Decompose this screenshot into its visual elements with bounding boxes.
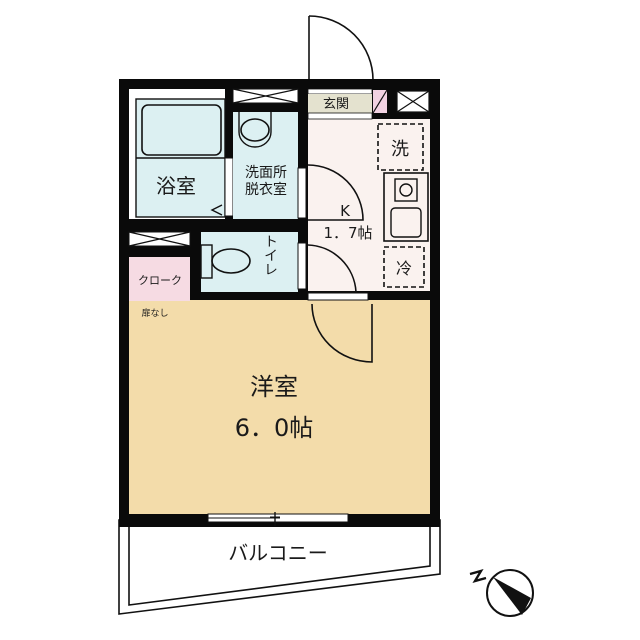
washer-space — [377, 123, 424, 171]
closet — [129, 257, 190, 301]
washer-label: 洗 — [391, 139, 409, 160]
washroom-label-1: 洗面所 — [245, 165, 287, 181]
kitchen — [308, 119, 430, 291]
bathtub-icon — [141, 104, 222, 156]
fridge-space — [383, 246, 425, 288]
washroom-label-2: 脱衣室 — [245, 181, 287, 198]
kitchen-label: K — [340, 202, 351, 220]
kitchen-size: 1．7帖 — [323, 224, 372, 242]
toilet-door-swing — [307, 244, 357, 293]
western-room — [129, 300, 430, 514]
kitchen-sink-icon — [390, 207, 422, 238]
sink-icon — [240, 118, 270, 142]
fridge-label: 冷 — [396, 259, 412, 278]
washroom — [233, 112, 298, 219]
entrance — [308, 94, 372, 113]
kitchen-counter — [383, 172, 429, 242]
stove-burner-icon — [399, 183, 413, 197]
room-door-swing — [311, 303, 373, 363]
balcony-label: バルコニー — [228, 541, 328, 565]
entrance-door-swing — [308, 15, 374, 81]
toilet-icon — [211, 248, 251, 274]
washroom-door-swing — [307, 164, 364, 221]
bath-label: 浴室 — [156, 174, 196, 198]
toilet-label: トイレ — [262, 234, 278, 276]
compass-icon — [469, 569, 534, 617]
closet-label: クローク — [138, 274, 182, 287]
western-room-size: 6．0帖 — [235, 414, 314, 442]
entrance-label: 玄関 — [323, 97, 349, 112]
western-room-label: 洋室 — [250, 373, 298, 401]
closet-note: 扉なし — [141, 307, 168, 319]
